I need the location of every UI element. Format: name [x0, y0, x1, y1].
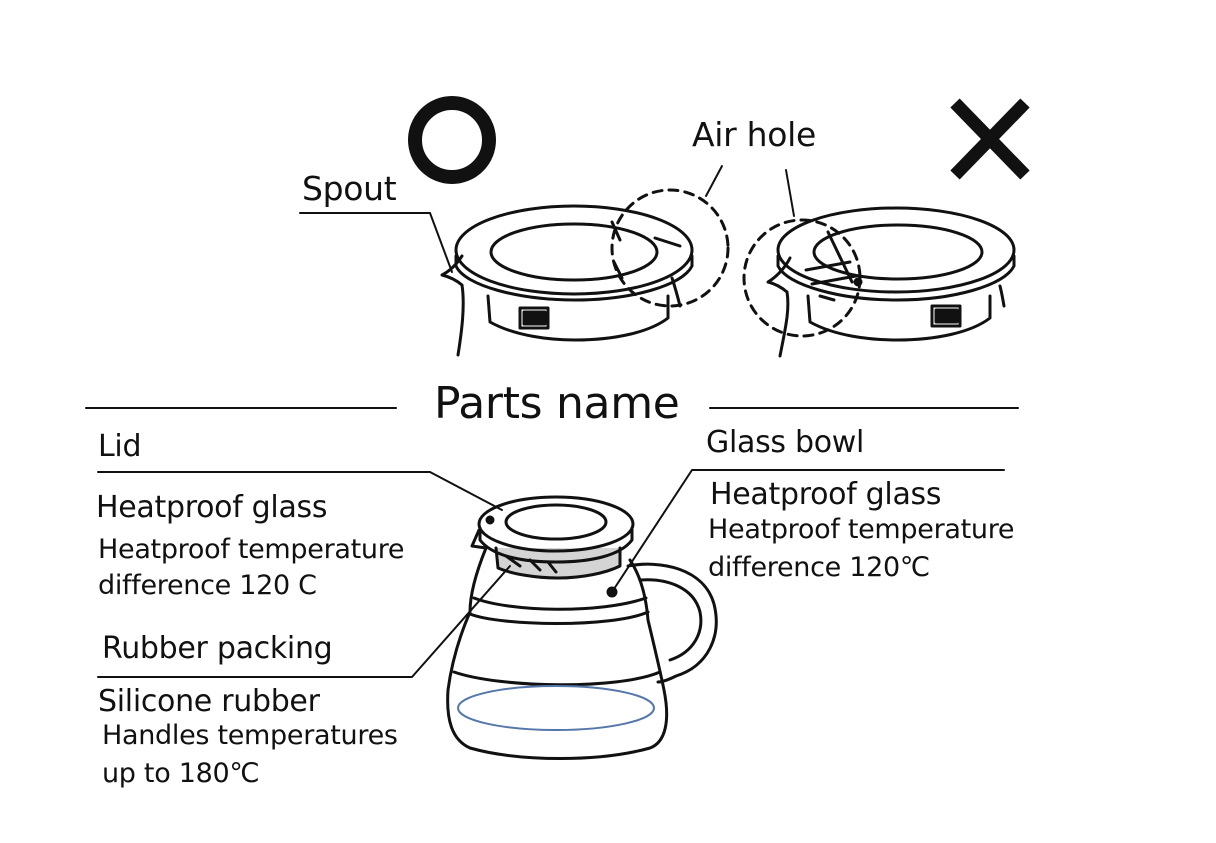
lid-temp-line-2: difference 120 C [98, 570, 317, 601]
bowl-material: Heatproof glass [710, 477, 942, 512]
air-hole-markers [610, 165, 862, 338]
lid-leader [97, 471, 503, 511]
lid-incorrect-placement [766, 206, 1016, 358]
lid-temp-line-1: Heatproof temperature [98, 534, 405, 565]
rubber-temp-line-2: up to 180℃ [102, 758, 260, 789]
spout-leader [299, 212, 453, 273]
incorrect-cross-icon [950, 98, 1030, 180]
server-pot [446, 495, 718, 760]
section-title: Parts name [434, 378, 680, 429]
air-hole-ring-correct [610, 188, 730, 308]
pot-handle [626, 562, 718, 684]
rubber-packing-label: Rubber packing [102, 631, 333, 666]
lid-correct-placement [440, 204, 694, 357]
spout-label: Spout [302, 169, 397, 208]
bowl-temp-line-2: difference 120℃ [708, 552, 930, 583]
lid-label: Lid [98, 429, 142, 464]
glass-bowl-leader [611, 469, 1005, 593]
rubber-material: Silicone rubber [98, 684, 320, 719]
bowl-temp-line-1: Heatproof temperature [708, 514, 1015, 545]
air-hole-ring-incorrect [742, 218, 862, 338]
lid-material: Heatproof glass [96, 490, 328, 525]
correct-circle-icon [408, 96, 496, 184]
water-line [457, 685, 655, 731]
rubber-packing-leader [97, 565, 511, 678]
rubber-temp-line-1: Handles temperatures [102, 720, 398, 751]
glass-bowl-label: Glass bowl [706, 425, 865, 460]
air-hole-label: Air hole [692, 115, 816, 154]
rubber-packing-band [494, 546, 622, 580]
pot-lid [477, 495, 635, 553]
